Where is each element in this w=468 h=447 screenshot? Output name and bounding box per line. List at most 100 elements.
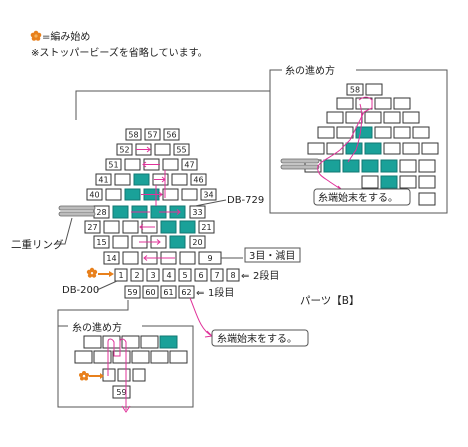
bead-number: 33 (192, 208, 202, 217)
bead (125, 128, 142, 141)
bead (131, 350, 150, 364)
bead-number: 1 (118, 271, 123, 280)
bead (83, 335, 102, 349)
bead (326, 111, 344, 124)
bead (116, 143, 133, 156)
bead-number: 34 (203, 191, 213, 200)
bead (421, 142, 439, 155)
bead (412, 126, 430, 139)
bead (307, 142, 325, 155)
bead (84, 220, 101, 234)
bead (102, 368, 116, 382)
bead (154, 143, 171, 156)
bead (130, 268, 144, 282)
bead-number: 5 (182, 271, 187, 280)
bead (355, 126, 373, 139)
bead (336, 97, 354, 110)
top-inset-panel: 糸の進め方 58 (269, 64, 448, 214)
bead (374, 126, 392, 139)
thread-path-title-bottom: 糸の進め方 (72, 321, 122, 334)
bead (133, 173, 150, 186)
bead (402, 142, 420, 155)
bead (346, 83, 364, 96)
bead (124, 188, 141, 201)
bead-number: 52 (119, 146, 129, 155)
bead (200, 188, 217, 201)
start-arrow-head (100, 373, 104, 379)
bead (117, 368, 131, 382)
bead (105, 188, 122, 201)
bead (393, 97, 411, 110)
bead-number: 9 (207, 254, 212, 263)
bead (86, 188, 103, 201)
bead (317, 126, 335, 139)
bead (374, 97, 392, 110)
bead (194, 268, 208, 282)
bead (122, 220, 139, 234)
bead (361, 175, 379, 189)
bead-number: 8 (230, 271, 235, 280)
thread-path-inset (347, 103, 363, 163)
bead-number: 58 (350, 86, 360, 95)
bottom-inset-title-bg (68, 320, 142, 333)
bead (121, 335, 140, 349)
inset-ring-icon (280, 164, 320, 170)
thread-path-inset (317, 96, 373, 191)
bead-number: 21 (201, 223, 211, 232)
bead (103, 251, 120, 265)
bead-number: 58 (128, 131, 138, 140)
double-ring-icon (58, 205, 96, 217)
bead (198, 220, 215, 234)
bead (418, 159, 436, 173)
inset-ring-icon (280, 158, 320, 164)
bead (365, 83, 383, 96)
bead (160, 220, 177, 234)
bead (162, 188, 179, 201)
bead-number: 59 (127, 288, 137, 297)
bead (160, 285, 177, 299)
bead (173, 143, 190, 156)
bead (179, 220, 196, 234)
start-marker-icon (30, 30, 42, 41)
bead (95, 173, 112, 186)
row-second-label: 2段目 (253, 269, 279, 282)
bead-number: 61 (163, 288, 173, 297)
bead (380, 175, 398, 189)
bead (171, 173, 188, 186)
bead-number: 6 (198, 271, 203, 280)
bead-number: 40 (89, 191, 99, 200)
bead (144, 128, 161, 141)
bead (114, 268, 128, 282)
bead-number: 62 (181, 288, 191, 297)
bead-number: 2 (134, 271, 139, 280)
bead (140, 335, 159, 349)
bead (102, 335, 121, 349)
bead-number: 55 (176, 146, 186, 155)
bead (169, 350, 188, 364)
bead (114, 173, 131, 186)
top-inset-title-bg (282, 64, 356, 77)
bead (399, 159, 417, 173)
bead (364, 111, 382, 124)
bead (179, 251, 196, 265)
bead (226, 268, 240, 282)
bead (399, 175, 417, 189)
decrease-label: 3目・減目 (249, 249, 295, 262)
thread-path-title-top: 糸の進め方 (285, 64, 335, 77)
start-marker-inset-icon (79, 371, 89, 381)
connector-line-top (75, 90, 270, 115)
bead (93, 235, 110, 249)
bead (178, 285, 195, 299)
legend-note: ※ストッパービーズを省略しています。 (31, 46, 208, 59)
bead-number: 27 (87, 223, 97, 232)
bead (103, 220, 120, 234)
row-first-label: 1段目 (208, 286, 234, 299)
ring-label: 二重リング (11, 238, 64, 251)
bead (189, 235, 206, 249)
bead (112, 350, 131, 364)
bead-number: 60 (145, 288, 155, 297)
bead (105, 158, 122, 171)
bead-number: 59 (116, 388, 126, 397)
